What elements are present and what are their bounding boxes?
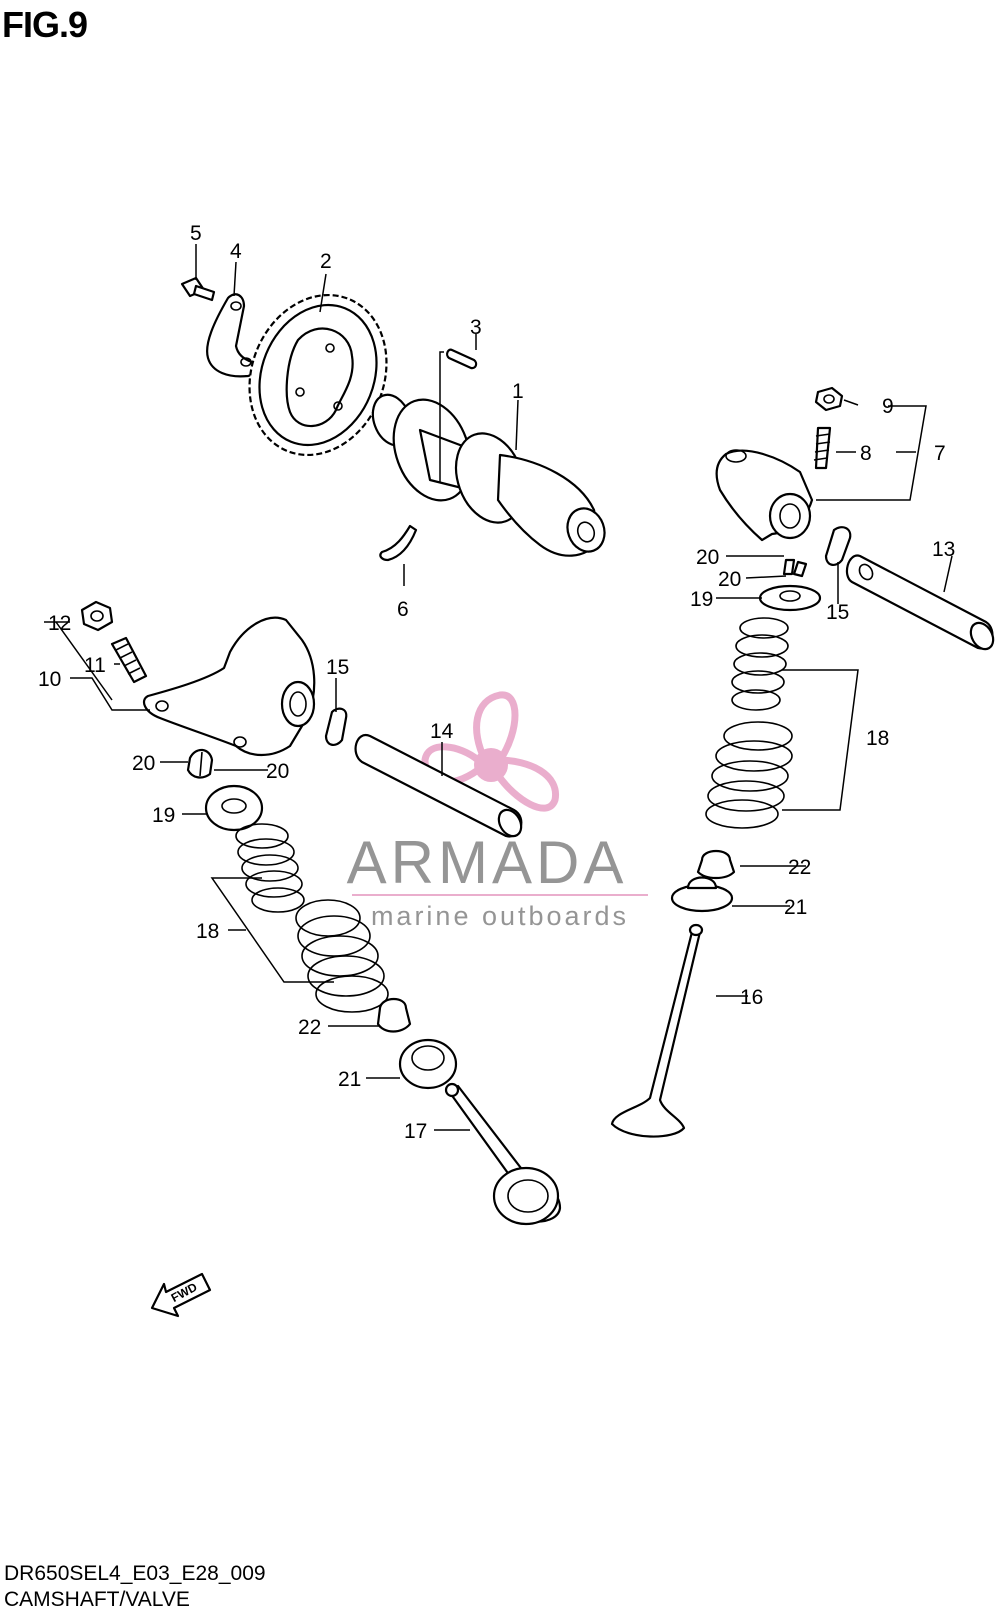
callout-22-left: 22: [298, 1016, 321, 1039]
callout-17: 17: [404, 1120, 427, 1143]
callout-18-left: 18: [196, 920, 219, 943]
part-10-rocker-arm: [142, 616, 316, 757]
callout-15-right: 15: [826, 601, 849, 624]
callout-8: 8: [860, 442, 872, 465]
callout-numbers: 5 4 2 3 1 6 9 8 7 13 15 20 20 19 18 22 2…: [38, 222, 955, 1143]
callout-2: 2: [320, 250, 332, 273]
part-21-seat-left: [398, 1038, 458, 1090]
part-8-adjuster-screw: [813, 426, 832, 470]
part-21-seat-right: [670, 876, 734, 913]
part-3-pin: [446, 348, 478, 370]
part-14-rocker-shaft: [354, 733, 523, 838]
callout-4: 4: [230, 240, 242, 263]
callout-20-left-b: 20: [266, 760, 289, 783]
part-9-nut: [814, 386, 844, 412]
figure-title: FIG.9: [2, 4, 88, 45]
callout-19-right: 19: [690, 588, 713, 611]
callout-6: 6: [397, 598, 409, 621]
callout-18-right: 18: [866, 727, 889, 750]
callout-15-left: 15: [326, 656, 349, 679]
part-1-camshaft: [371, 393, 606, 557]
callout-7: 7: [934, 442, 946, 465]
callout-1: 1: [512, 380, 524, 403]
diagram-name: CAMSHAFT/VALVE: [4, 1588, 190, 1611]
callout-19-left: 19: [152, 804, 175, 827]
callout-3: 3: [470, 316, 482, 339]
callout-10: 10: [38, 668, 61, 691]
diagram-code: DR650SEL4_E03_E28_009: [4, 1562, 266, 1585]
part-6-clip: [379, 524, 418, 562]
part-5-bolt: [180, 276, 216, 302]
part-15-shim-left: [324, 707, 348, 746]
callout-20-right-a: 20: [696, 546, 719, 569]
part-16-valve-right: [610, 923, 704, 1138]
callout-20-right-b: 20: [718, 568, 741, 591]
watermark-brand: ARMADA: [347, 829, 628, 896]
callout-21-left: 21: [338, 1068, 361, 1091]
callout-21-right: 21: [784, 896, 807, 919]
callout-13: 13: [932, 538, 955, 561]
part-15-shim-right: [824, 526, 852, 566]
part-2-cam-sprocket: [248, 293, 388, 457]
part-13-rocker-shaft: [845, 554, 995, 651]
part-22-stem-seal-right: [696, 849, 736, 880]
callout-20-left-a: 20: [132, 752, 155, 775]
callout-22-right: 22: [788, 856, 811, 879]
part-11-adjuster-screw: [110, 636, 148, 684]
callout-16: 16: [740, 986, 763, 1009]
callout-5: 5: [190, 222, 202, 245]
part-18-springs-left: [235, 823, 389, 1013]
part-7-rocker-arm: [715, 449, 814, 542]
part-22-stem-seal-left: [376, 997, 412, 1033]
callout-12: 12: [48, 612, 71, 635]
propeller-hub-icon: [474, 748, 508, 782]
part-20-cotters-right: [782, 558, 808, 578]
callout-11: 11: [84, 654, 106, 677]
part-17-valve-left: [444, 1082, 562, 1226]
watermark-tagline: marine outboards: [371, 901, 629, 931]
fwd-arrow-icon: FWD: [150, 1272, 212, 1318]
part-18-springs-right: [705, 617, 793, 829]
callout-9: 9: [882, 395, 894, 418]
part-4-bracket: [206, 293, 258, 378]
part-19-retainer-left: [204, 784, 264, 832]
part-20-cotters-left: [186, 748, 214, 779]
part-12-nut: [80, 600, 114, 632]
leader-lines: [44, 244, 953, 1131]
part-19-retainer-right: [758, 584, 822, 612]
callout-14: 14: [430, 720, 454, 743]
